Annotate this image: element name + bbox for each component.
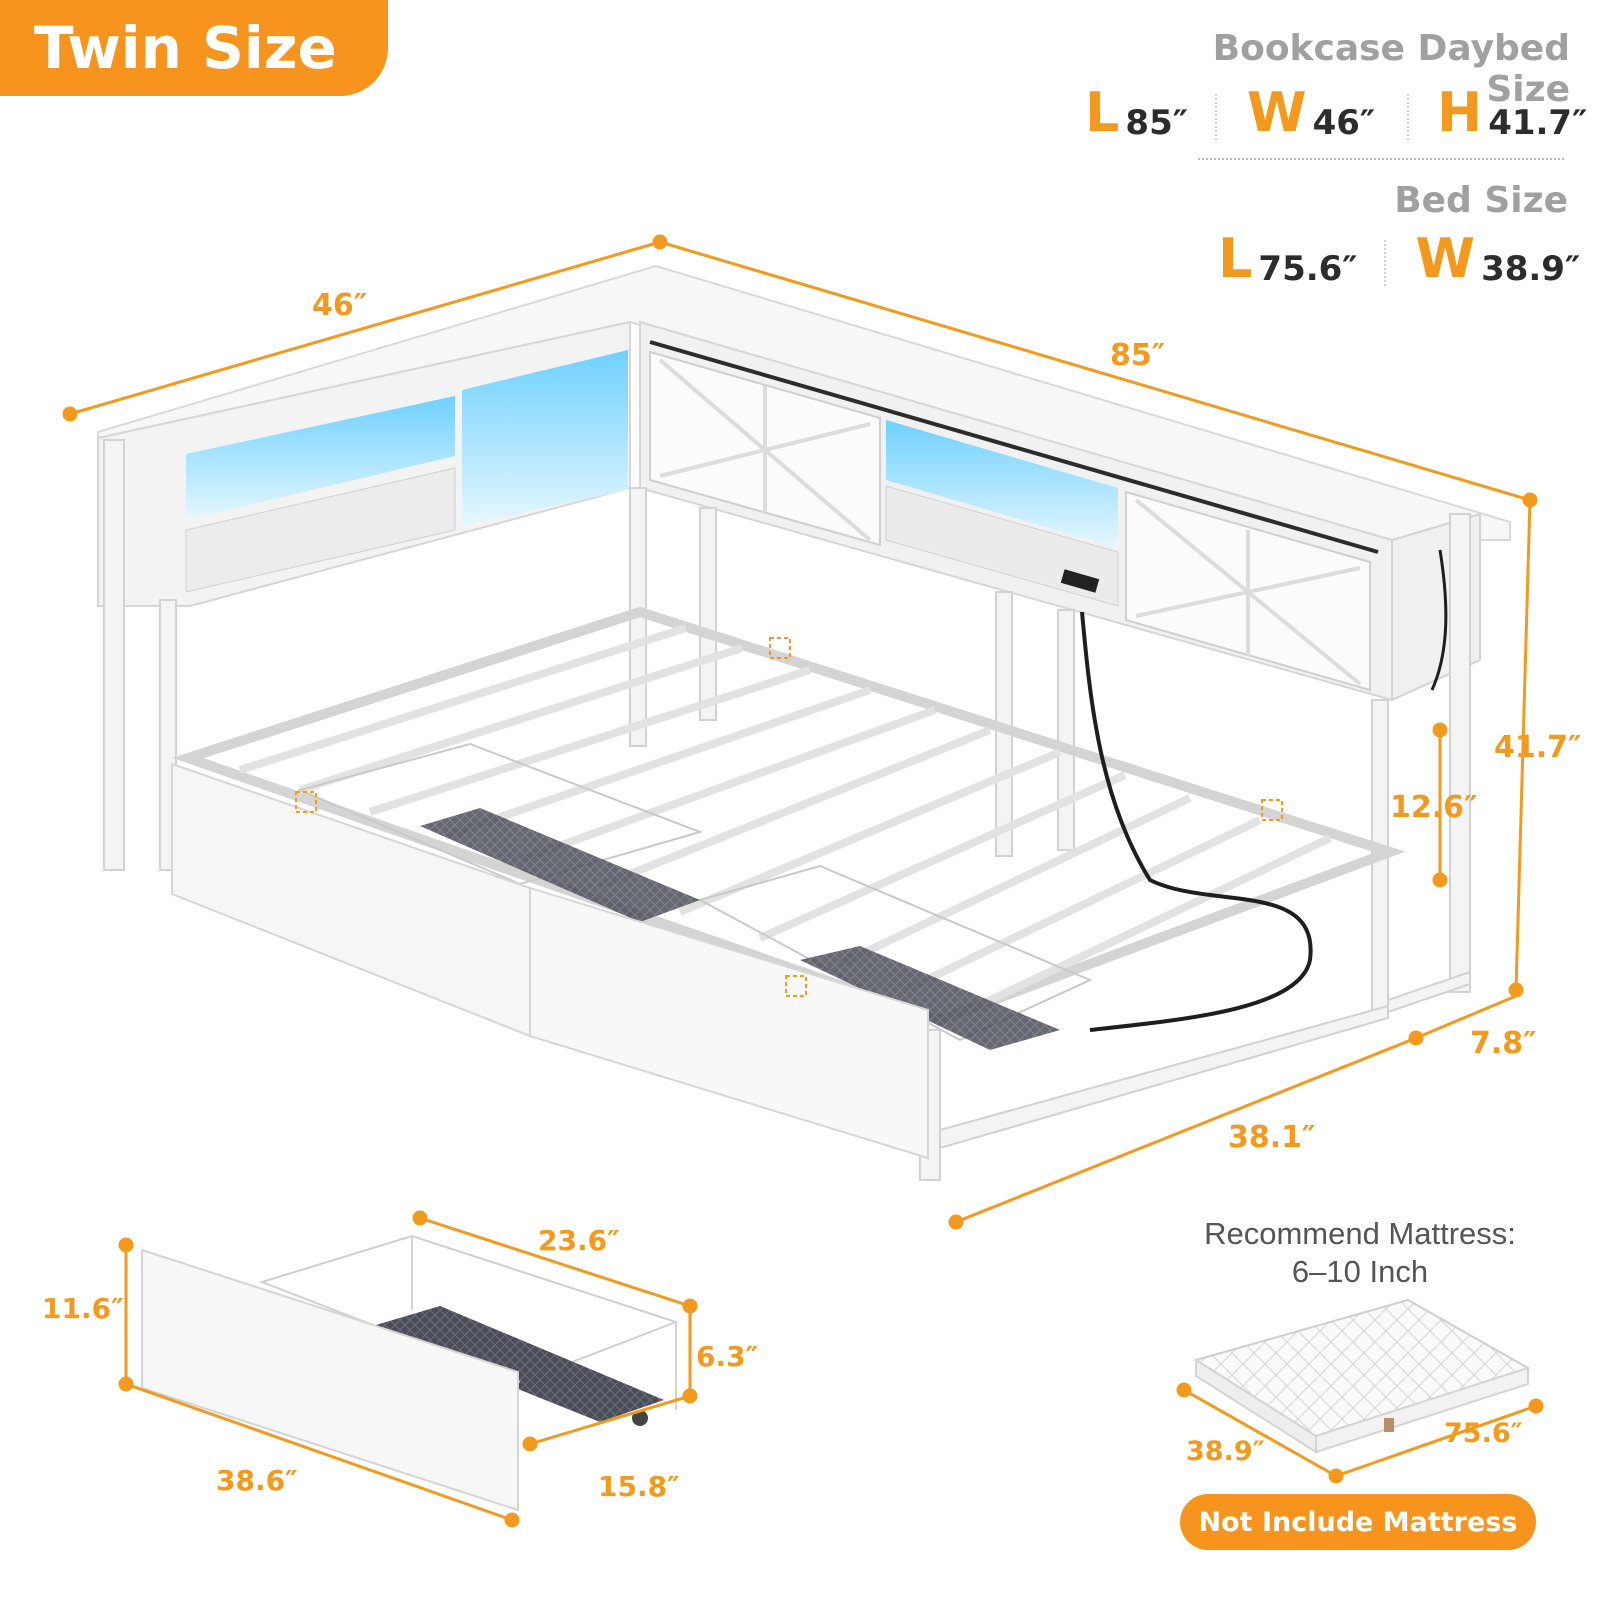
daybed-illustration [97, 264, 1511, 1181]
power-cord [1080, 611, 1313, 1032]
shelf-depth-label: 7.8″ [1470, 1026, 1537, 1061]
daybed-dimension-lines [62, 234, 1538, 1230]
bookcase-dim-h: H 41.7″ [1437, 81, 1588, 144]
drawer-length-label: 38.6″ [216, 1464, 298, 1497]
daybed-height-label: 41.7″ [1494, 730, 1582, 765]
drawer-dimension-lines [118, 1210, 698, 1528]
dim-value: 38.9″ [1481, 249, 1581, 289]
bed-dims-row: L 75.6″ W 38.9″ [1218, 232, 1580, 286]
drawer-width-label: 23.6″ [538, 1224, 620, 1257]
mattress-tag [1384, 1418, 1394, 1432]
bookcase-dims-row: L 85″ W 46″ H 41.7″ [1085, 86, 1587, 140]
dim-letter: W [1415, 227, 1476, 290]
led-shelf [462, 350, 628, 526]
dim-letter: W [1247, 81, 1307, 144]
mattress-illustration [1193, 1298, 1531, 1454]
not-include-mattress-label: Not Include Mattress [1198, 1506, 1518, 1538]
dim-letter: H [1437, 81, 1483, 144]
dim-letter: L [1218, 227, 1253, 290]
drawer-height-label: 11.6″ [42, 1292, 124, 1325]
not-include-mattress-badge: Not Include Mattress [1180, 1494, 1536, 1550]
divider [1215, 94, 1217, 140]
recommend-mattress-line2: 6–10 Inch [1291, 1254, 1429, 1289]
spec-divider [1198, 158, 1564, 160]
drawer-panel [141, 1248, 519, 1512]
drawer-front [529, 886, 929, 1160]
divider [1407, 94, 1409, 140]
twin-size-label: Twin Size [34, 14, 337, 82]
bed-width-label: 38.1″ [1228, 1120, 1316, 1155]
drawer-front [171, 762, 531, 1038]
dim-value: 41.7″ [1488, 103, 1588, 143]
dim-value: 46″ [1312, 103, 1376, 143]
daybed-width-label: 46″ [312, 288, 368, 323]
dim-letter: L [1085, 81, 1120, 144]
power-outlet [1060, 569, 1100, 593]
dim-value: 85″ [1125, 103, 1188, 143]
under-bed-clearance-label: 12.6″ [1390, 790, 1478, 825]
mattress-dimension-lines [1176, 1382, 1544, 1484]
bookcase-daybed-size-title: Bookcase Daybed Size [1212, 28, 1570, 110]
drawer-illustration [141, 1234, 679, 1512]
mattress-length-label: 75.6″ [1444, 1418, 1523, 1449]
bed-dim-w: W 38.9″ [1415, 227, 1581, 290]
bed-dim-l: L 75.6″ [1218, 227, 1358, 290]
daybed-length-label: 85″ [1110, 338, 1166, 373]
bookcase-dim-l: L 85″ [1085, 81, 1205, 144]
assembly-markers [295, 637, 1283, 997]
recommend-mattress-line1: Recommend Mattress: [1204, 1216, 1516, 1251]
twin-size-badge: Twin Size [0, 0, 388, 96]
drawer-inner-height-label: 6.3″ [696, 1340, 759, 1373]
mattress-width-label: 38.9″ [1186, 1436, 1265, 1467]
divider [1383, 240, 1386, 286]
bookcase-dim-w: W 46″ [1247, 81, 1387, 144]
dim-value: 75.6″ [1258, 249, 1358, 289]
drawer-depth-label: 15.8″ [598, 1470, 680, 1503]
led-shelf [186, 396, 455, 520]
led-shelf [886, 420, 1118, 548]
bed-size-title: Bed Size [1394, 180, 1568, 221]
